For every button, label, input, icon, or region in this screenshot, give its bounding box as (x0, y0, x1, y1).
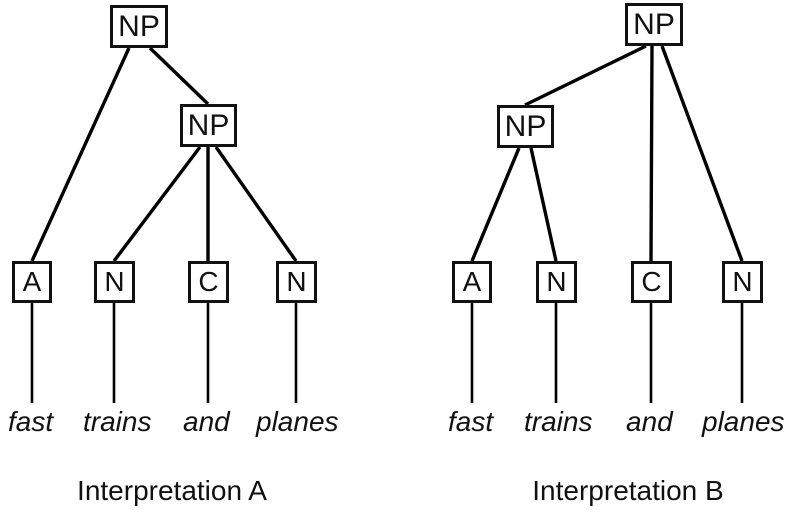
edge-b-root-to-innernp (524, 44, 647, 107)
edge-a-root-to-adj (30, 47, 131, 262)
tree-a-pos-noun1[interactable]: N (94, 261, 135, 303)
tree-a-word-planes: planes (256, 406, 339, 437)
tree-a-root-np[interactable]: NP (110, 5, 168, 48)
tree-b-pos-adj[interactable]: A (452, 261, 492, 303)
tree-b-word-and: and (626, 406, 673, 437)
tree-b-caption: Interpretation B (532, 475, 724, 506)
edge-a-innernp-to-noun2 (214, 146, 298, 262)
tree-a-word-and: and (183, 406, 230, 437)
edge-a-innernp-to-noun1 (112, 145, 202, 263)
tree-a-pos-noun2[interactable]: N (276, 261, 317, 303)
tree-b-pos-conj[interactable]: C (631, 261, 672, 303)
tree-a-edges (30, 46, 298, 403)
tree-a-pos-adj[interactable]: A (12, 261, 52, 303)
tree-b-word-fast: fast (448, 406, 494, 437)
edge-b-innernp-to-noun1 (529, 147, 558, 262)
tree-a-word-trains: trains (83, 406, 152, 437)
edge-b-innernp-to-adj (470, 147, 521, 262)
tree-b-inner-np[interactable]: NP (497, 105, 554, 148)
tree-b-root-np[interactable]: NP (625, 3, 683, 46)
tree-a-caption: Interpretation A (77, 475, 267, 506)
tree-a-pos-conj[interactable]: C (188, 261, 229, 303)
tree-b-word-trains: trains (524, 406, 593, 437)
edge-b-root-to-conj (649, 45, 654, 262)
tree-a-word-fast: fast (8, 406, 54, 437)
edge-b-root-to-noun2 (660, 45, 744, 262)
tree-b-pos-noun1[interactable]: N (536, 261, 577, 303)
tree-a-inner-np[interactable]: NP (180, 104, 237, 147)
tree-b-word-planes: planes (702, 406, 785, 437)
tree-b-edges (470, 44, 744, 403)
tree-b-pos-noun2[interactable]: N (722, 261, 763, 303)
edge-a-root-to-innernp (148, 46, 210, 106)
